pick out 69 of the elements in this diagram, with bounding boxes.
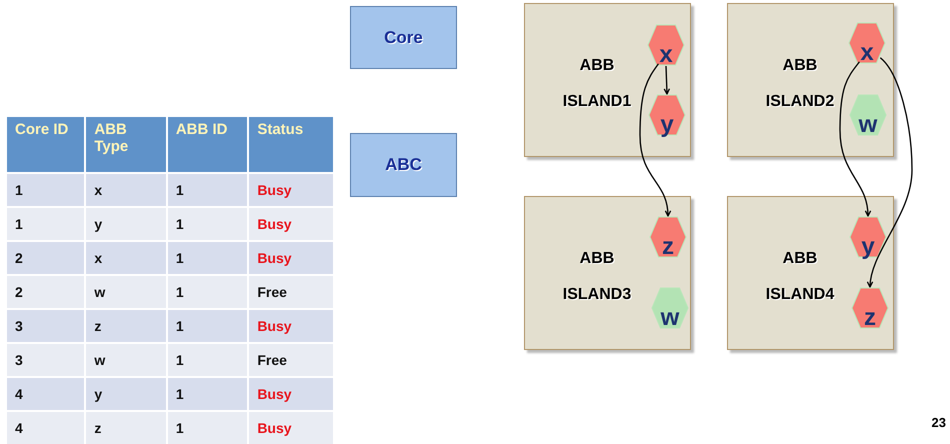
table-cell: 4 <box>7 412 84 444</box>
page-number: 23 <box>932 415 946 430</box>
table-header-cell: ABB Type <box>86 117 166 172</box>
hexagon-node <box>651 287 689 329</box>
table-cell: 1 <box>168 174 248 206</box>
island-label: ABB ISLAND2 <box>764 56 836 112</box>
table-cell: 3 <box>7 344 84 376</box>
node-label: w <box>858 112 878 138</box>
table-cell: Busy <box>249 208 333 240</box>
table-cell: 1 <box>168 208 248 240</box>
node-label: z <box>863 305 877 331</box>
island-box <box>727 3 894 157</box>
arrow <box>839 62 871 217</box>
hexagon-node <box>849 94 887 136</box>
arrow <box>664 66 670 95</box>
table-cell: Free <box>249 276 333 308</box>
table-header-cell: Core ID <box>7 117 84 172</box>
hexagon-node <box>848 22 886 64</box>
island-box <box>727 196 894 350</box>
table-cell: 1 <box>168 412 248 444</box>
node-label: x <box>658 42 674 68</box>
hexagon-node <box>851 287 889 329</box>
table-cell: 1 <box>168 276 248 308</box>
node-label: z <box>661 234 675 260</box>
table-cell: 1 <box>7 174 84 206</box>
node-label: w <box>660 305 680 331</box>
table-cell: 1 <box>168 310 248 342</box>
process-box <box>350 6 457 69</box>
node-label: Core <box>384 28 423 48</box>
table-cell: Busy <box>249 412 333 444</box>
table-cell: 2 <box>7 242 84 274</box>
table-cell: x <box>86 242 166 274</box>
hexagon-node <box>849 216 887 258</box>
table-cell: Busy <box>249 242 333 274</box>
table-cell: 1 <box>168 344 248 376</box>
table-cell: 1 <box>168 378 248 410</box>
hexagon-node <box>647 24 685 66</box>
node-label: x <box>859 40 875 66</box>
table-header-cell: Status <box>249 117 333 172</box>
node-label: y <box>659 112 675 138</box>
table-cell: x <box>86 174 166 206</box>
table-cell: w <box>86 344 166 376</box>
table-cell: y <box>86 208 166 240</box>
table-cell: z <box>86 310 166 342</box>
island-box <box>524 3 691 157</box>
table-cell: Free <box>249 344 333 376</box>
process-box <box>350 133 457 197</box>
arrow <box>867 57 913 288</box>
table-cell: w <box>86 276 166 308</box>
table-cell: 1 <box>7 208 84 240</box>
table-cell: 2 <box>7 276 84 308</box>
table-cell: z <box>86 412 166 444</box>
node-label: y <box>860 234 876 260</box>
island-label: ABB ISLAND3 <box>562 249 632 305</box>
table-cell: Busy <box>249 378 333 410</box>
table-cell: y <box>86 378 166 410</box>
table-header-cell: ABB ID <box>168 117 248 172</box>
table-cell: 1 <box>168 242 248 274</box>
arrow <box>639 64 671 217</box>
table-cell: Busy <box>249 174 333 206</box>
table-cell: Busy <box>249 310 333 342</box>
table-cell: 3 <box>7 310 84 342</box>
node-label: ABC <box>385 155 422 175</box>
hexagon-node <box>649 216 687 258</box>
island-label: ABB ISLAND1 <box>562 56 632 112</box>
table-cell: 4 <box>7 378 84 410</box>
island-label: ABB ISLAND4 <box>764 249 836 305</box>
hexagon-node <box>648 94 686 136</box>
island-box <box>524 196 691 350</box>
